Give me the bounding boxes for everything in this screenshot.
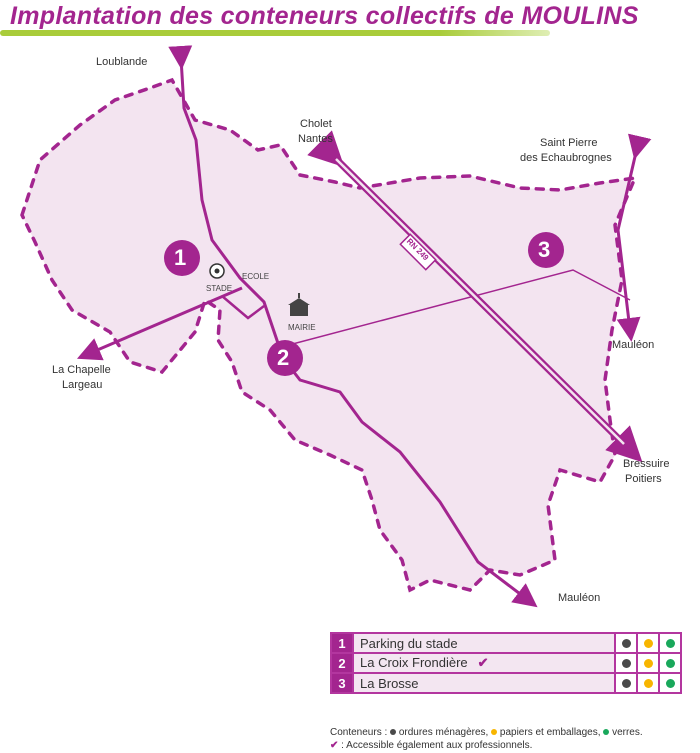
marker-3[interactable] bbox=[528, 232, 564, 268]
verres-dot-icon bbox=[665, 658, 675, 668]
label-saint-pierre-2: des Echaubrognes bbox=[520, 152, 612, 164]
road-stade-loop bbox=[221, 295, 265, 320]
papiers-dot-icon bbox=[643, 638, 653, 648]
label-ecole: ECOLE bbox=[242, 272, 270, 281]
marker-2-label: 2 bbox=[277, 345, 290, 370]
checkmark-icon: ✔ bbox=[477, 655, 489, 670]
legend-footnote: Conteneurs : ordures ménagères, papiers … bbox=[330, 726, 643, 752]
footnote-prefix: Conteneurs : bbox=[330, 727, 388, 738]
town-hall-icon bbox=[288, 293, 310, 316]
row-name: Parking du stade bbox=[352, 632, 616, 654]
row-name-cell: La Croix Frondière ✔ bbox=[352, 652, 616, 674]
marker-1-label: 1 bbox=[174, 245, 187, 270]
label-mauleon-east: Mauléon bbox=[612, 339, 655, 351]
road-chapelle bbox=[76, 286, 243, 361]
checkmark-icon: ✔ bbox=[330, 740, 339, 751]
label-mairie: MAIRIE bbox=[288, 323, 316, 332]
marker-1[interactable] bbox=[164, 240, 200, 276]
legend-table: 1 Parking du stade 2 La Croix Frondière ✔… bbox=[330, 632, 682, 694]
footnote-verres: verres. bbox=[612, 727, 643, 738]
legend-row: 2 La Croix Frondière ✔ bbox=[330, 652, 682, 674]
label-stade: STADE bbox=[206, 284, 233, 293]
verres-dot-icon bbox=[665, 678, 675, 688]
label-loublande: Loublande bbox=[96, 56, 148, 68]
row-number: 1 bbox=[330, 632, 354, 654]
legend-row: 3 La Brosse bbox=[330, 672, 682, 694]
row-number: 2 bbox=[330, 652, 354, 674]
rn249-label bbox=[399, 233, 437, 271]
label-chapelle-2: Largeau bbox=[62, 379, 103, 391]
road-mauleon-east bbox=[616, 133, 652, 342]
footnote-pro: : Accessible également aux professionnel… bbox=[341, 740, 533, 751]
papiers-dot-icon bbox=[643, 678, 653, 688]
label-saint-pierre-1: Saint Pierre bbox=[540, 137, 598, 149]
marker-2[interactable] bbox=[267, 340, 303, 376]
page-title: Implantation des conteneurs collectifs d… bbox=[10, 2, 639, 30]
soccer-ball-icon bbox=[209, 263, 225, 279]
footnote-ordures: ordures ménagères, bbox=[398, 727, 489, 738]
papiers-dot-icon bbox=[643, 658, 653, 668]
label-mauleon-south: Mauléon bbox=[558, 592, 601, 604]
label-nantes: Nantes bbox=[298, 133, 333, 145]
road-rn249-inner bbox=[335, 158, 625, 445]
verres-dot-icon bbox=[603, 729, 610, 735]
ordures-dot-icon bbox=[621, 658, 631, 668]
row-name: La Croix Frondière bbox=[360, 655, 468, 670]
ordures-dot-icon bbox=[621, 678, 631, 688]
footnote-papiers: papiers et emballages, bbox=[499, 727, 601, 738]
row-name: La Brosse bbox=[352, 672, 616, 694]
title-underline bbox=[0, 30, 550, 36]
label-bressuire: Bressuire bbox=[623, 458, 670, 470]
verres-dot-icon bbox=[665, 638, 675, 648]
label-chapelle-1: La Chapelle bbox=[52, 364, 111, 376]
row-number: 3 bbox=[330, 672, 354, 694]
marker-3-label: 3 bbox=[538, 237, 551, 262]
ordures-dot-icon bbox=[621, 638, 631, 648]
legend-row: 1 Parking du stade bbox=[330, 632, 682, 654]
label-poitiers: Poitiers bbox=[625, 473, 662, 485]
papiers-dot-icon bbox=[491, 729, 498, 735]
ordures-dot-icon bbox=[390, 729, 397, 735]
label-cholet: Cholet bbox=[300, 118, 332, 130]
